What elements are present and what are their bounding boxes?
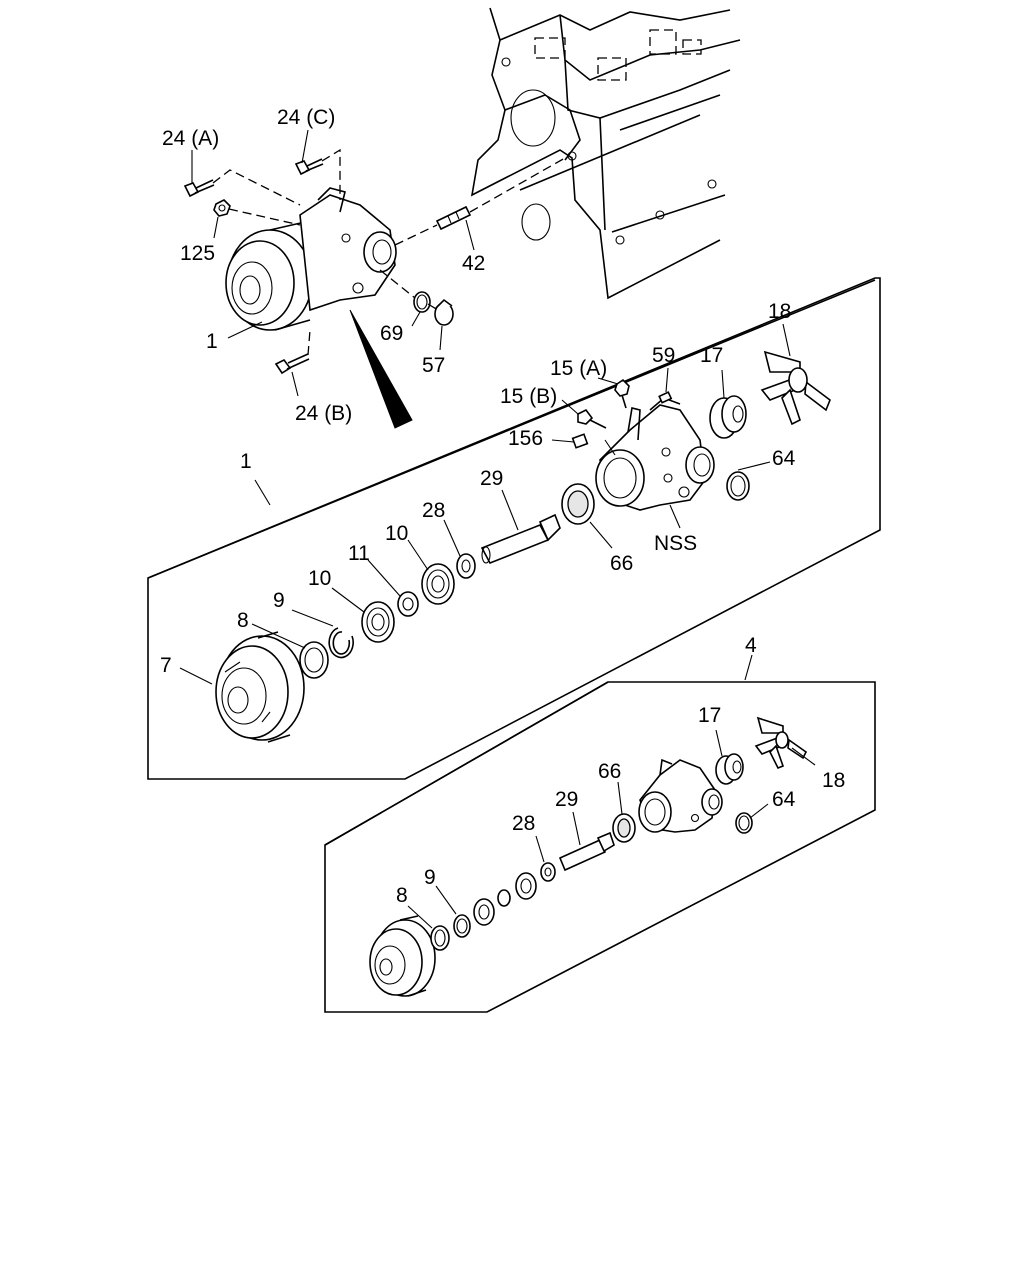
pin-59 [658,391,673,404]
engine-block [470,7,741,300]
panel-2-leaders [407,654,816,929]
fitting-15a [614,378,630,409]
housing-p2 [638,758,723,833]
shaft-29 [480,513,561,565]
callout-15b-p1: 15 (B) [500,385,557,408]
plug-156 [571,433,589,449]
bolt-24b-top [274,353,310,375]
callout-29-p2: 29 [555,788,578,811]
bearing-p2b [515,872,537,900]
bearing-10b [421,563,455,605]
o-ring-64 [726,471,750,501]
callout-1-top: 1 [206,330,218,353]
callout-69-top: 69 [380,322,403,345]
callout-66-p1: 66 [610,552,633,575]
seal-8-p2 [430,925,450,951]
washer-28 [456,553,476,579]
callout-57-top: 57 [422,354,445,377]
washer-28-p2 [540,862,556,882]
plug-57 [434,298,454,326]
top-dashed-leaders [212,148,566,356]
callout-59-p1: 59 [652,344,675,367]
callout-nss-p1: NSS [654,532,697,555]
panel-assembly-1-frame [147,277,881,780]
callout-9-p1: 9 [273,589,285,612]
callout-18-p1: 18 [768,300,791,323]
callout-8-p1: 8 [237,609,249,632]
seal-unit-17 [709,395,747,439]
detail-pointer-wedge [349,309,413,429]
callout-8-p2: 8 [396,884,408,907]
bolt-24a-top [183,179,215,198]
snap-ring-9-p2 [453,914,471,938]
pulley-p2 [369,915,436,997]
callout-17-p2: 17 [698,704,721,727]
pulley-7 [215,631,305,743]
callout-10a-p1: 10 [385,522,408,545]
callout-42-top: 42 [462,252,485,275]
callout-28-p1: 28 [422,499,445,522]
callout-assembly-4: 4 [745,634,757,657]
callout-9-p2: 9 [424,866,436,889]
impeller-18 [760,350,831,426]
callout-10b-p1: 10 [308,567,331,590]
snap-ring-9 [328,627,354,659]
stud-42 [435,205,472,231]
callout-18-p2: 18 [822,769,845,792]
seal-66 [561,483,595,525]
seal-66-p2 [612,813,636,843]
spacer-p2 [497,889,511,907]
callout-24a-top: 24 (A) [162,127,219,150]
callout-29-p1: 29 [480,467,503,490]
spacer-11 [397,591,419,617]
callout-assembly-1: 1 [240,450,252,473]
callout-64-p2: 64 [772,788,796,811]
callout-156-p1: 156 [508,427,543,450]
bolt-24c-top [294,158,324,176]
callout-64-p1: 64 [772,447,796,470]
callout-24c-top: 24 (C) [277,106,335,129]
callout-28-p2: 28 [512,812,535,835]
seal-8 [299,641,329,679]
callout-17-p1: 17 [700,344,723,367]
callout-66-p2: 66 [598,760,621,783]
seal-unit-17-p2 [715,753,744,785]
top-callout-leaders [191,129,475,397]
bearing-p2a [473,898,495,926]
pump-housing-nss [595,397,715,511]
panel-2-parts [369,716,808,997]
callout-7-p1: 7 [160,654,172,677]
callout-15a-p1: 15 (A) [550,357,607,380]
panel-1-leaders [179,323,791,685]
impeller-18-p2 [754,716,808,770]
callout-24b-top: 24 (B) [295,402,352,425]
panel-1-parts [215,350,831,743]
fitting-15b [577,408,607,429]
shaft-29-p2 [558,831,615,872]
o-ring-69 [413,291,431,313]
bearing-10a [361,601,395,643]
callout-125-top: 125 [180,242,215,265]
callout-11-p1: 11 [348,542,370,565]
o-ring-64-p2 [735,812,753,834]
nut-125-top [213,199,231,217]
pump-assembly-top [225,187,397,331]
